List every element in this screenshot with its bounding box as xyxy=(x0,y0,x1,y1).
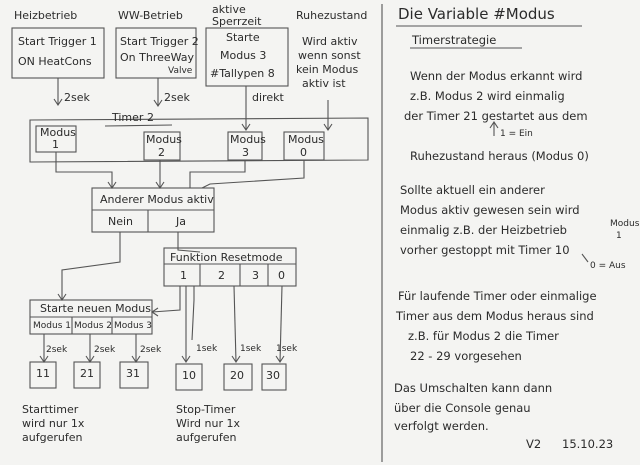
mode-3-number: 3 xyxy=(242,146,249,159)
para4-line2: über die Console genau xyxy=(394,401,531,415)
sperr-box-line3: #Tallypen 8 xyxy=(210,67,275,80)
stop-caption-1: Stop-Timer xyxy=(176,403,236,416)
mode-0-number: 0 xyxy=(300,146,307,159)
timer-box-31 xyxy=(119,361,149,389)
start-caption-1: Starttimer xyxy=(22,403,79,416)
stop-caption-3: aufgerufen xyxy=(176,431,237,444)
para1-line3: der Timer 21 gestartet aus dem xyxy=(404,109,588,123)
stop-delay-2: 1sek xyxy=(240,344,262,354)
para2-line3: einmalig z.B. der Heizbetrieb xyxy=(400,223,567,237)
reset-cell-3: 3 xyxy=(252,269,259,282)
para2-line4: vorher gestoppt mit Timer 10 xyxy=(400,243,570,257)
timer-box-10 xyxy=(175,363,203,391)
start-caption-2: wird nur 1x xyxy=(22,417,85,430)
header-ww-betrieb: WW-Betrieb xyxy=(118,9,183,22)
mode-1-label: Modus xyxy=(40,126,76,139)
start-delay-3: 2sek xyxy=(140,345,162,355)
ww-box-line3: Valve xyxy=(168,66,193,76)
mode-0-label: Modus xyxy=(288,133,324,146)
start-timer-11: 11 xyxy=(36,367,50,380)
sperr-box-line2: Modus 3 xyxy=(220,49,267,62)
reset-box xyxy=(163,247,297,287)
mode-2-label: Modus xyxy=(146,133,182,146)
stop-delay-3: 1sek xyxy=(276,344,298,354)
heiz-box-line2: ON HeatCons xyxy=(18,55,92,68)
para4-line1: Das Umschalten kann dann xyxy=(394,381,553,395)
start-title: Starte neuen Modus xyxy=(40,302,151,315)
reset-cell-0: 0 xyxy=(278,269,285,282)
date-label: 15.10.23 xyxy=(562,437,614,451)
timer-box-11 xyxy=(29,361,57,389)
note-modus: Modus xyxy=(610,219,640,229)
start-timer-31: 31 xyxy=(126,367,140,380)
para1-line2: z.B. Modus 2 wird einmalig xyxy=(410,89,565,103)
version-label: V2 xyxy=(526,437,542,451)
timer-box-20 xyxy=(223,363,253,391)
header-sperrzeit: aktive Sperrzeit xyxy=(212,3,262,28)
header-heizbetrieb: Heizbetrieb xyxy=(14,9,78,22)
start-caption-3: aufgerufen xyxy=(22,431,83,444)
page-subtitle: Timerstrategie xyxy=(412,33,497,47)
ruhe-text-line1: Wird aktiv xyxy=(302,35,358,48)
timer-2-label: Timer 2 xyxy=(112,111,154,124)
decision-yes: Ja xyxy=(176,215,186,228)
ruhe-text-line4: aktiv ist xyxy=(302,77,346,90)
stop-timer-30: 30 xyxy=(266,369,280,382)
box-ww-betrieb xyxy=(115,27,197,79)
start-delay-1: 2sek xyxy=(46,345,68,355)
para2-line1: Sollte aktuell ein anderer xyxy=(400,183,545,197)
delay-label-3: direkt xyxy=(252,91,284,104)
para4-line3: verfolgt werden. xyxy=(394,419,489,433)
stop-timer-10: 10 xyxy=(182,369,196,382)
note-ein: 1 = Ein xyxy=(500,129,533,139)
reset-title: Funktion Resetmode xyxy=(170,251,283,264)
delay-label-2: 2sek xyxy=(164,91,190,104)
mode-2-number: 2 xyxy=(158,146,165,159)
para3-line4: 22 - 29 vorgesehen xyxy=(410,349,522,363)
page-title: Die Variable #Modus xyxy=(398,5,555,23)
para3-line1: Für laufende Timer oder einmalige xyxy=(398,289,597,303)
stop-caption-2: Wird nur 1x xyxy=(176,417,240,430)
note-aus: 0 = Aus xyxy=(590,261,626,271)
mode-3-label: Modus xyxy=(230,133,266,146)
delay-label-1: 2sek xyxy=(64,91,90,104)
mode-box-2 xyxy=(143,131,181,161)
stop-timer-20: 20 xyxy=(230,369,244,382)
decision-title: Anderer Modus aktiv xyxy=(100,193,214,206)
para3-line3: z.B. für Modus 2 die Timer xyxy=(408,329,559,343)
mode-1-number: 1 xyxy=(52,138,59,151)
para1-line1: Wenn der Modus erkannt wird xyxy=(410,69,583,83)
reset-cell-1: 1 xyxy=(180,269,187,282)
para2-line2: Modus aktiv gewesen sein wird xyxy=(400,203,580,217)
timer-group-frame xyxy=(29,117,369,163)
header-ruhezustand: Ruhezustand xyxy=(296,9,368,22)
reset-cell-2: 2 xyxy=(218,269,225,282)
start-cell-2: Modus 2 xyxy=(74,321,112,331)
start-delay-2: 2sek xyxy=(94,345,116,355)
timer-box-21 xyxy=(73,361,101,389)
note-modus-number: 1 xyxy=(616,231,622,241)
sperr-box-line1: Starte xyxy=(226,31,260,44)
ruhe-text-line2: wenn sonst xyxy=(298,49,361,62)
ww-box-line2: On ThreeWay xyxy=(120,51,195,64)
box-sperrzeit xyxy=(205,27,289,87)
stop-delay-1: 1sek xyxy=(196,344,218,354)
decision-no: Nein xyxy=(108,215,134,228)
start-timer-21: 21 xyxy=(80,367,94,380)
heiz-box-line1: Start Trigger 1 xyxy=(18,35,97,48)
start-cell-3: Modus 3 xyxy=(114,321,152,331)
ruhe-text-line3: kein Modus xyxy=(296,63,359,76)
para1-line4: Ruhezustand heraus (Modus 0) xyxy=(410,149,589,163)
start-cell-1: Modus 1 xyxy=(33,321,71,331)
timer-box-30 xyxy=(261,363,287,391)
ww-box-line1: Start Trigger 2 xyxy=(120,35,199,48)
para3-line2: Timer aus dem Modus heraus sind xyxy=(396,309,594,323)
